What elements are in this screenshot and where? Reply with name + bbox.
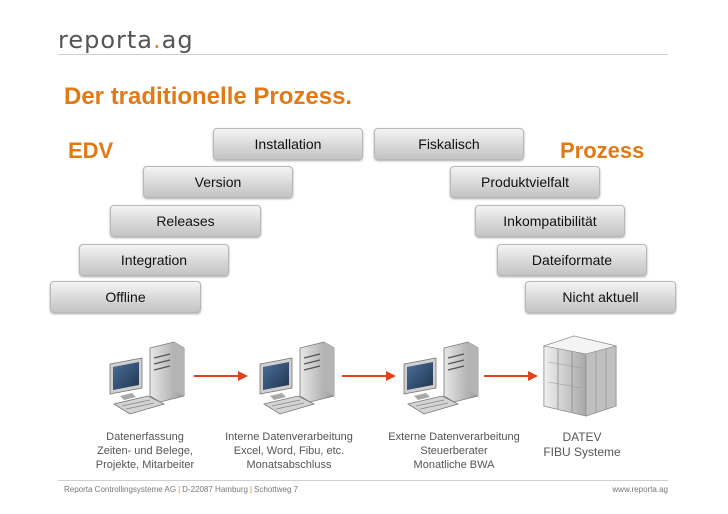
prozess-title: Prozess	[560, 138, 645, 163]
bar-releases: Releases	[110, 205, 261, 237]
caption-line: Excel, Word, Fibu, etc.	[233, 445, 345, 457]
caption-line: Interne Datenverarbeitung	[225, 431, 353, 443]
flow-arrow-icon	[484, 371, 538, 381]
bar-label: Dateiformate	[531, 252, 613, 268]
caption-line: Zeiten- und Belege,	[96, 445, 193, 457]
bar-label: Inkompatibilität	[503, 213, 597, 229]
bar-label: Version	[194, 174, 242, 190]
caption-externe-datenverarbeitung: Externe Datenverarbeitung Steuerberater …	[382, 430, 526, 472]
caption-line: FIBU Systeme	[543, 445, 621, 459]
bar-nicht-aktuell: Nicht aktuell	[525, 281, 676, 313]
caption-line: Monatsabschluss	[246, 459, 332, 471]
header-divider	[58, 54, 668, 55]
bar-produktvielfalt: Produktvielfalt	[450, 166, 600, 198]
bar-version: Version	[143, 166, 293, 198]
bar-integration: Integration	[79, 244, 229, 276]
caption-line: Steuerberater	[420, 445, 488, 457]
footer-city: D-22087 Hamburg	[182, 485, 248, 494]
bar-label: Produktvielfalt	[481, 174, 569, 190]
server-rack-icon	[542, 335, 617, 417]
bar-label: Nicht aktuell	[562, 289, 639, 305]
logo-text: reporta	[58, 26, 154, 54]
caption-line: Monatliche BWA	[413, 459, 495, 471]
bar-label: Fiskalisch	[418, 136, 480, 152]
bar-installation: Installation	[213, 128, 363, 160]
flow-arrow-icon	[342, 371, 396, 381]
slide-title: Der traditionelle Prozess.	[64, 83, 353, 110]
company-logo: reporta.ag	[58, 26, 194, 54]
footer-address: Reporta Controllingsysteme AG|D-22087 Ha…	[64, 485, 298, 494]
bar-inkompatibilitaet: Inkompatibilität	[475, 205, 625, 237]
pc-with-tower-icon	[259, 341, 335, 415]
caption-datenerfassung: Datenerfassung Zeiten- und Belege, Proje…	[82, 430, 208, 472]
bar-label: Installation	[254, 136, 322, 152]
caption-datev: DATEV FIBU Systeme	[534, 430, 630, 460]
caption-line: Datenerfassung	[106, 431, 184, 443]
footer-separator: |	[249, 485, 253, 494]
logo-suffix: ag	[161, 26, 194, 54]
bar-label: Integration	[120, 252, 188, 268]
pc-with-tower-icon	[109, 341, 185, 415]
caption-line: Projekte, Mitarbeiter	[95, 459, 195, 471]
bar-dateiformate: Dateiformate	[497, 244, 647, 276]
caption-interne-datenverarbeitung: Interne Datenverarbeitung Excel, Word, F…	[218, 430, 360, 472]
flow-arrow-icon	[194, 371, 248, 381]
caption-line: DATEV	[562, 430, 602, 444]
bar-label: Offline	[105, 289, 146, 305]
logo-dot: .	[153, 26, 162, 54]
footer-url: www.reporta.ag	[612, 485, 668, 494]
footer-company: Reporta Controllingsysteme AG	[64, 485, 177, 494]
edv-title: EDV	[68, 138, 114, 163]
pc-with-tower-icon	[403, 341, 479, 415]
bar-offline: Offline	[50, 281, 201, 313]
bar-label: Releases	[156, 213, 215, 229]
footer-separator: |	[178, 485, 181, 494]
footer-street: Schottweg 7	[254, 485, 299, 494]
footer-divider	[58, 480, 668, 481]
bar-fiskalisch: Fiskalisch	[374, 128, 524, 160]
caption-line: Externe Datenverarbeitung	[388, 431, 520, 443]
